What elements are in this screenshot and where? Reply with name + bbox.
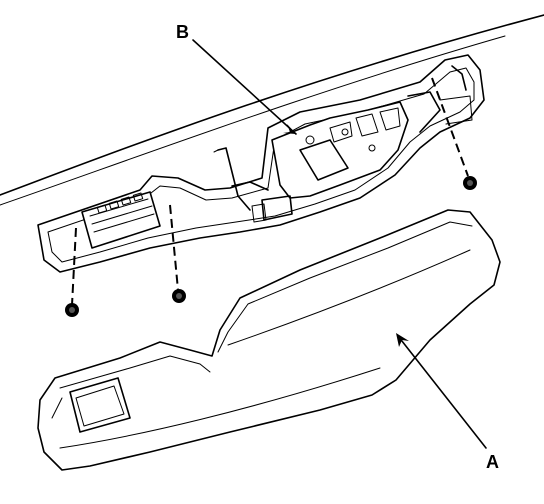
armrest-trim-panel: [37, 209, 501, 471]
door-panel-edge: [0, 14, 544, 196]
label-b-arrowhead: [283, 124, 296, 134]
label-b: B: [176, 22, 189, 42]
screw-middle: [169, 204, 186, 303]
label-b-leader: [192, 39, 297, 135]
screw-right: [431, 77, 477, 190]
label-a-arrowhead: [396, 333, 409, 347]
actuator-mechanism: [251, 65, 473, 223]
door-panel-edge-inner: [0, 35, 506, 206]
latch-rod: [213, 147, 269, 211]
switch-housing: [81, 191, 161, 249]
label-a-leader: [397, 335, 487, 449]
bracket-inner-contour: [47, 67, 475, 263]
screw-left: [65, 227, 79, 317]
label-a: A: [486, 452, 499, 472]
